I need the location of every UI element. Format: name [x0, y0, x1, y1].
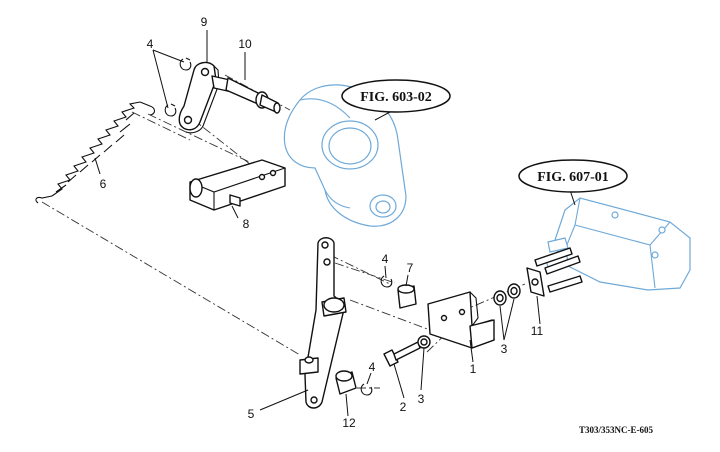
- bushing-12: [335, 370, 357, 395]
- fig-603-callout: FIG. 603-02: [341, 79, 451, 121]
- collar-7: [397, 284, 417, 309]
- e-clip-4-middle: [164, 103, 177, 117]
- callout-7: 7: [407, 261, 414, 275]
- nut-3-lower: [417, 335, 431, 349]
- bolt-2: [383, 341, 421, 367]
- callout-3-upper: 3: [501, 342, 508, 356]
- l-bracket-1: [427, 291, 495, 349]
- callout-8: 8: [243, 217, 250, 231]
- fig-603-label: FIG. 603-02: [360, 90, 432, 105]
- e-clip-4-upper: [179, 57, 192, 71]
- fig-607-label: FIG. 607-01: [537, 170, 609, 185]
- reference-valve-607: [534, 197, 691, 293]
- clip-plate-11: [526, 267, 545, 297]
- callout-10: 10: [238, 37, 252, 51]
- nut-3-upper-a: [493, 290, 507, 306]
- callout-3-lower: 3: [418, 392, 425, 406]
- nut-3-upper-b: [507, 283, 521, 299]
- callout-5: 5: [248, 407, 255, 421]
- callout-4-lower: 4: [369, 360, 376, 374]
- pin-shaft-10: [211, 75, 281, 114]
- document-id: T303/353NC-E-605: [579, 425, 653, 435]
- callout-1: 1: [470, 362, 477, 376]
- link-plate-9: [178, 61, 220, 134]
- leader-lines: [94, 30, 541, 417]
- callout-6: 6: [100, 177, 107, 191]
- callout-4-upper: 4: [147, 37, 154, 51]
- tension-spring-6: [35, 101, 156, 204]
- callout-2: 2: [400, 400, 407, 414]
- lever-arm-5: [299, 237, 347, 409]
- callout-12: 12: [342, 416, 356, 430]
- callout-numbers: 9 10 4 6 8 4 7 11 1 3 2 3 5 12 4: [100, 15, 544, 430]
- callout-11: 11: [531, 324, 544, 338]
- callout-9: 9: [201, 15, 208, 29]
- callout-4-center: 4: [382, 252, 389, 266]
- fig-607-callout: FIG. 607-01: [518, 159, 628, 206]
- bracket-8: [189, 159, 286, 211]
- e-clip-4-lower-right: [360, 383, 373, 396]
- e-clip-4-center: [380, 275, 393, 288]
